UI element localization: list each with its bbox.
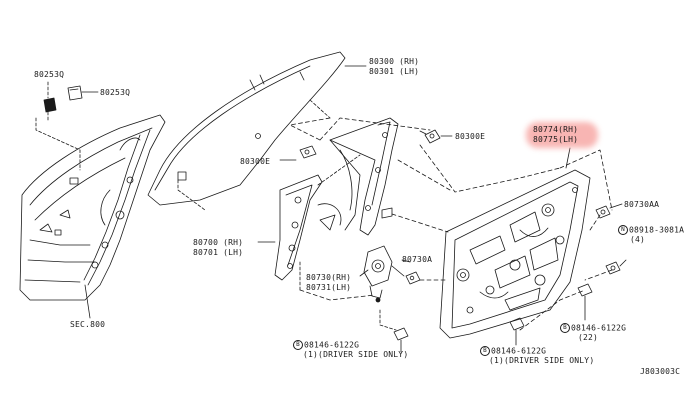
label-sec800[interactable]: SEC.800 [70,320,106,329]
label-08146-left-note: (1)(DRIVER SIDE ONLY) [303,350,409,359]
label-80730aa[interactable]: 80730AA [624,200,660,209]
door-glass-80300 [147,51,367,211]
label-80301-lh[interactable]: 80301 (LH) [369,67,420,76]
b-mark-icon: B [480,346,490,356]
window-regulator-80700 [257,117,399,291]
label-80300e-right[interactable]: 80300E [455,132,486,141]
label-80700-rh[interactable]: 80700 (RH) [193,238,244,247]
label-80253q-top[interactable]: 80253Q [34,70,65,79]
label-80774-rh[interactable]: 80774(RH) [533,125,579,134]
door-module-80774 [439,147,591,339]
n-mark-icon: N [618,225,628,235]
label-80701-lh[interactable]: 80701 (LH) [193,248,244,257]
dashed-leaders [289,117,613,331]
label-80253q-right[interactable]: 80253Q [100,88,131,97]
label-80730a[interactable]: 80730A [402,255,433,264]
highlight-80774 [526,122,598,148]
label-08146-mid-number: 08146-6122G [491,346,547,356]
label-80730-rh[interactable]: 80730(RH) [306,273,352,282]
label-80300e-left[interactable]: 80300E [240,157,271,166]
label-08918-qty: (4) [630,235,646,244]
label-08146-right-qty: (22) [578,333,599,342]
regulator-motor-80730 [359,245,421,303]
bolt-80300e [279,129,453,161]
b-mark-icon: B [293,340,303,350]
label-80775-lh[interactable]: 80775(LH) [533,135,579,144]
label-80300-rh[interactable]: 80300 (RH) [369,57,420,66]
door-shell-sec800 [19,114,166,319]
label-08146-right-number: 08146-6122G [571,323,627,333]
label-80731-lh[interactable]: 80731(LH) [306,283,352,292]
label-08918-number: 08918-3081A [629,225,685,235]
label-08146-left-number: 08146-6122G [304,340,360,350]
b-mark-icon: B [560,323,570,333]
clip-80253q [35,81,99,171]
diagram-reference-code: J803003C [640,367,681,376]
label-08146-mid-note: (1)(DRIVER SIDE ONLY) [489,356,595,365]
